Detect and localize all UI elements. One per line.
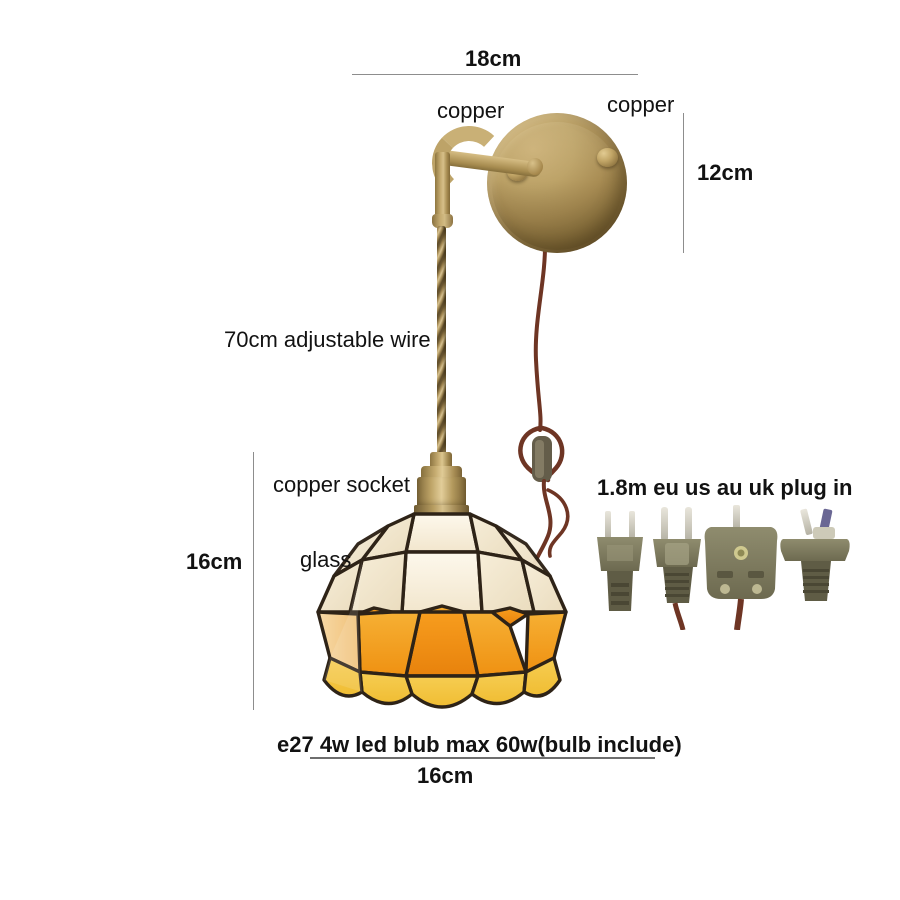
plug-au [780, 508, 850, 601]
dimension-line-depth [683, 113, 684, 253]
socket-collar [421, 466, 462, 479]
brass-wall-plate [487, 113, 627, 253]
plug-us [597, 511, 643, 611]
label-glass: glass [300, 547, 352, 572]
dimension-label-shade-diameter: 16cm [417, 763, 474, 788]
plug-eu [653, 507, 701, 630]
socket-lip [414, 505, 469, 514]
dimension-line-height [253, 452, 254, 710]
lamp-arm-tip [432, 214, 453, 228]
twisted-adjustable-wire [437, 226, 446, 456]
socket-stem [430, 452, 452, 469]
label-bulb-spec: e27 4w led blub max 60w(bulb include) [277, 732, 682, 757]
dimension-label-width: 18cm [465, 46, 522, 71]
label-plug-types: 1.8m eu us au uk plug in [597, 475, 853, 500]
label-copper-plate: copper [607, 92, 675, 117]
label-copper-socket: copper socket [273, 472, 410, 497]
wall-plate-shading [492, 122, 622, 250]
dimension-line-shade-diameter [310, 757, 655, 759]
dimension-label-depth: 12cm [697, 160, 754, 185]
plug-uk [704, 505, 778, 630]
plug-types-image [597, 505, 850, 630]
copper-socket-body [417, 477, 466, 508]
label-copper-arm: copper [437, 98, 505, 123]
dimension-line-width [352, 74, 638, 75]
lamp-arm-joint [527, 158, 543, 175]
lamp-arm-vertical [435, 152, 450, 224]
wall-plate-screw [597, 148, 618, 167]
dimension-label-height: 16cm [186, 549, 243, 574]
label-adjustable-wire: 70cm adjustable wire [224, 327, 431, 352]
stained-glass-shade [316, 512, 568, 709]
